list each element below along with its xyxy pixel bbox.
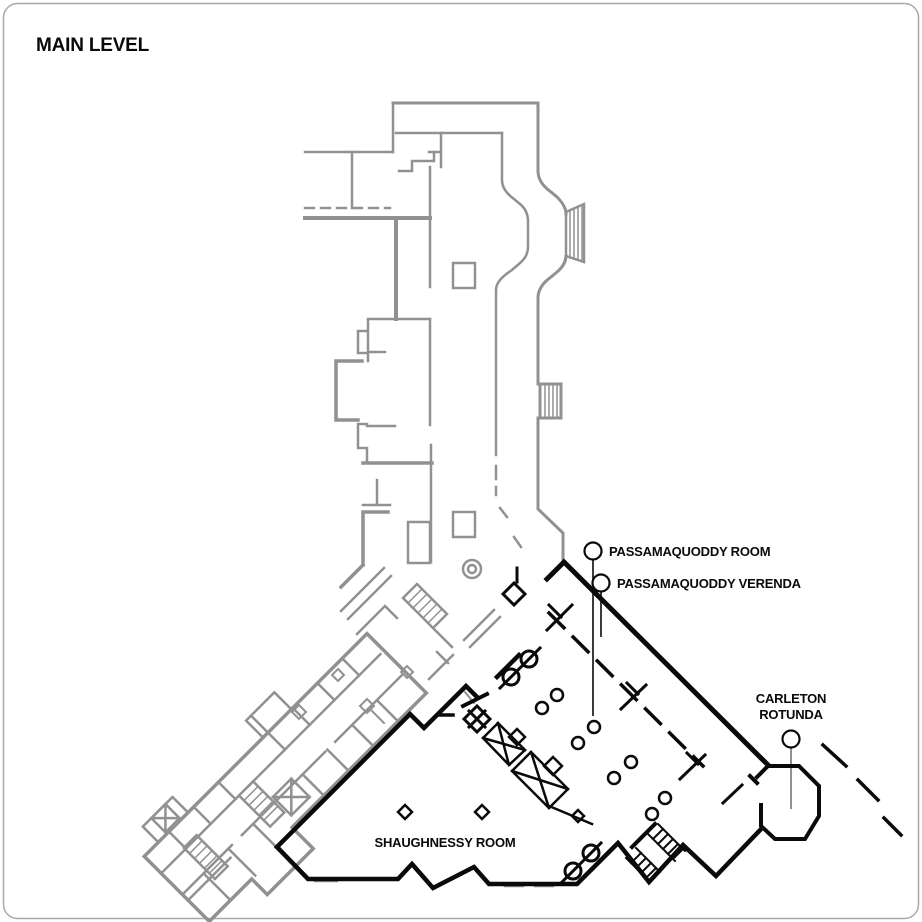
elevator-icon [271,776,312,818]
dashed-wall [498,506,523,549]
label-carleton-line2: ROTUNDA [759,707,823,722]
door-jamb [677,750,708,782]
label-shaughnessy-room: SHAUGHNESSY ROOM [374,835,515,850]
annotations: MAIN LEVEL PASSAMAQUODDY ROOM PASSAMAQUO… [36,35,826,850]
room-partitions [186,856,233,902]
corridor-wall [159,652,383,876]
column-box [451,261,477,290]
elevator-icon [149,802,182,835]
stair-rail [646,822,687,863]
stair-block-landing [542,755,564,777]
label-carleton-line1: CARLETON [756,691,826,706]
lower-left-wing-gray [141,631,429,922]
upper-wing-gray [290,101,792,888]
column [570,735,586,751]
column-box [451,510,477,539]
door-diamond [500,566,528,608]
diagonal-corridor [339,566,393,621]
stair-hatch [544,383,558,419]
door-jamb [427,650,455,681]
door-jamb [618,680,649,712]
rail [547,804,594,826]
stair-block [510,750,570,810]
door-jamb [544,602,575,633]
stair-wall [629,821,658,850]
northwest-wall [273,682,481,851]
veranda-dashed-wall [546,610,706,769]
room-walls [356,317,432,363]
label-passamaquoddy-room: PASSAMAQUODDY ROOM [609,544,770,559]
room-walls [361,478,392,507]
room-walls [334,359,364,422]
closet [406,520,432,565]
stair-hatch [629,851,658,880]
door-swing-post [581,843,601,863]
stair [538,382,563,420]
stair-hatch [188,839,224,875]
northeast-wall [543,558,772,769]
wing-outline [141,631,429,922]
door-swing-post [501,667,521,687]
room-partitions [167,656,361,851]
bay-inner-wall [494,131,530,457]
wall [355,604,399,636]
wall [338,562,366,590]
leader-circle [781,729,801,749]
column-diamond [570,808,586,824]
stair [237,779,287,829]
label-passamaquoddy-verenda: PASSAMAQUODDY VERENDA [617,576,802,591]
leader-circle [583,541,603,561]
round-column [466,563,478,575]
stair-block [481,721,527,767]
wall-jog [397,150,436,173]
door-swing-post [519,649,539,669]
door-swing-post [563,861,583,881]
column [657,790,673,806]
stair-hatch [651,827,685,861]
stair-hatch [569,205,583,262]
east-wall-segments [820,742,904,838]
stair-hatch [406,587,444,625]
south-wall-zigzag [273,824,766,891]
column [534,700,550,716]
column [549,687,565,703]
wall-jog [427,131,443,169]
corridor-east-wall [536,416,565,564]
room-walls [361,510,390,567]
rotunda-stair [624,822,687,884]
room-walls [356,422,397,465]
stair-block-landing [507,727,527,747]
door-jamb [720,782,745,806]
column-diamond [473,803,491,821]
column [623,754,639,770]
stair-hatch [242,785,279,822]
column-diamond [396,803,414,821]
carleton-rotunda-outline [747,763,821,841]
leader-circle [591,573,611,593]
diagonal-wall [462,608,502,649]
column [644,806,660,822]
door-jamb [460,691,490,709]
column [586,719,602,735]
door-swing-line [559,840,604,885]
bay-outer-wall [536,101,568,216]
door-jamb [493,651,523,681]
room-partitions [201,698,400,902]
elevator-icon [461,703,493,735]
event-wing-black [273,558,904,891]
door-swing-line [497,645,543,691]
column [606,770,622,786]
column-diamond [330,667,346,683]
round-column [461,558,483,580]
bay-outer-wall [536,254,568,386]
rail [431,626,454,649]
page-title: MAIN LEVEL [36,35,150,56]
column-row [534,687,673,822]
